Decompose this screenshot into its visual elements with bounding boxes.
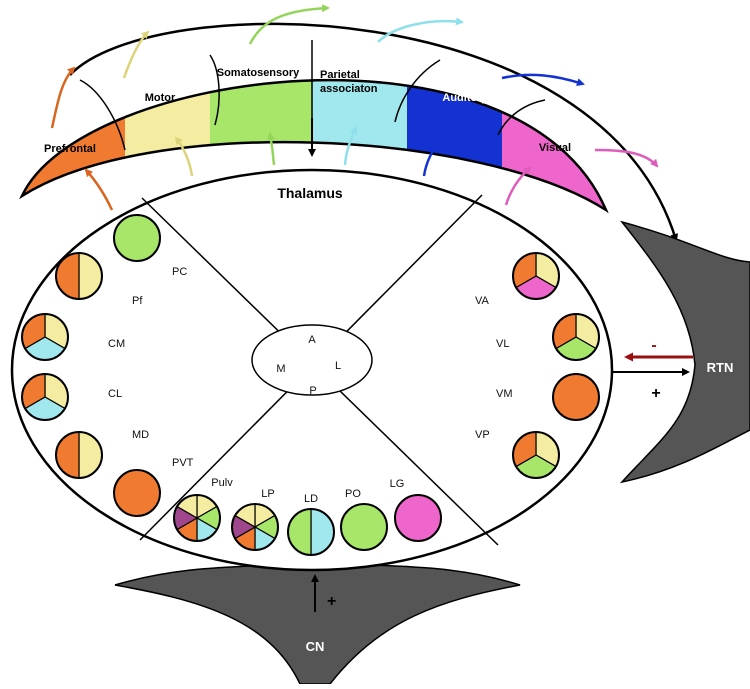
label-cl: CL xyxy=(108,388,122,400)
label-lg: LG xyxy=(390,478,405,490)
center-oval xyxy=(251,324,373,396)
label-auditory: Auditory xyxy=(442,92,488,104)
lp-marker-outline xyxy=(231,503,279,551)
label-parietal-line1: Parietal xyxy=(320,69,360,81)
pf-marker-outline xyxy=(55,252,103,300)
cl-marker-outline xyxy=(21,373,69,421)
label-parietal-line2: associaton xyxy=(320,83,378,95)
vm-marker-fill xyxy=(553,374,599,420)
cn-label: CN xyxy=(306,639,325,654)
pc-marker xyxy=(113,214,161,262)
arrow-auditory-out xyxy=(501,73,585,86)
cn-shape xyxy=(114,559,521,685)
label-ld: LD xyxy=(304,493,318,505)
arrow-parietal-out xyxy=(377,17,464,43)
cm-marker xyxy=(21,313,69,361)
label-vp: VP xyxy=(475,429,490,441)
lp-marker xyxy=(231,503,279,551)
ld-marker xyxy=(287,508,335,556)
region-dividers xyxy=(79,40,546,151)
lg-marker-fill xyxy=(395,495,441,541)
po-marker xyxy=(340,503,388,551)
pulv-marker xyxy=(173,494,221,542)
rtn-label: RTN xyxy=(707,360,734,375)
vp-marker xyxy=(512,431,560,479)
arrow-somato-out xyxy=(248,4,330,45)
va-marker xyxy=(512,252,560,300)
label-po: PO xyxy=(345,488,361,500)
label-pulv: Pulv xyxy=(211,477,233,489)
va-marker-outline xyxy=(512,252,560,300)
label-va: VA xyxy=(475,295,490,307)
md-marker xyxy=(55,431,103,479)
nucleus-p-label: P xyxy=(309,385,316,397)
lg-marker-outline xyxy=(394,494,442,542)
label-pc: PC xyxy=(172,266,187,278)
label-pf: Pf xyxy=(132,295,143,307)
rtn-shape xyxy=(619,220,750,484)
nucleus-m-label: M xyxy=(276,363,285,375)
region-prefrontal xyxy=(22,80,125,210)
region-visual xyxy=(502,80,606,210)
label-vl: VL xyxy=(496,338,509,350)
po-marker-outline xyxy=(340,503,388,551)
label-lp: LP xyxy=(261,488,274,500)
pulv-marker-outline xyxy=(173,494,221,542)
cn-plus-sign: + xyxy=(327,593,336,610)
vp-marker-outline xyxy=(512,431,560,479)
vl-marker-outline xyxy=(552,313,600,361)
nucleus-markers xyxy=(21,214,600,556)
thalamus-title: Thalamus xyxy=(277,185,343,201)
label-vm: VM xyxy=(496,388,513,400)
po-marker-fill xyxy=(341,504,387,550)
rtn-minus-sign: - xyxy=(651,337,656,354)
arrow-to-parietal xyxy=(343,126,358,166)
pvt-marker xyxy=(113,469,161,517)
vm-marker xyxy=(552,373,600,421)
arrow-motor-out xyxy=(122,30,150,79)
arrow-prefrontal-out xyxy=(50,66,76,129)
label-motor: Motor xyxy=(145,92,176,104)
pc-marker-outline xyxy=(113,214,161,262)
rtn-plus-sign: + xyxy=(651,385,660,402)
label-md: MD xyxy=(132,429,149,441)
vm-marker-outline xyxy=(552,373,600,421)
label-somatosensory: Somatosensory xyxy=(217,67,300,79)
pvt-marker-outline xyxy=(113,469,161,517)
nucleus-l-label: L xyxy=(335,360,341,372)
ld-marker-outline xyxy=(287,508,335,556)
nucleus-a-label: A xyxy=(308,334,316,346)
cm-marker-outline xyxy=(21,313,69,361)
label-prefrontal: Prefrontal xyxy=(44,143,96,155)
label-pvt: PVT xyxy=(172,457,194,469)
arrow-to-prefrontal xyxy=(84,168,114,211)
arrow-visual-out xyxy=(594,148,659,168)
pvt-marker-fill xyxy=(114,470,160,516)
lg-marker xyxy=(394,494,442,542)
outer-loop-arc xyxy=(69,22,679,242)
cortex-band-outline xyxy=(19,79,609,214)
vl-marker xyxy=(552,313,600,361)
arrow-to-somato xyxy=(267,132,276,166)
arrow-to-visual xyxy=(504,166,532,206)
arrow-to-motor xyxy=(174,136,194,177)
label-cm: CM xyxy=(108,338,125,350)
md-marker-outline xyxy=(55,431,103,479)
pc-marker-fill xyxy=(114,215,160,261)
cl-marker xyxy=(21,373,69,421)
pf-marker xyxy=(55,252,103,300)
arrow-to-auditory xyxy=(422,136,444,177)
label-visual: Visual xyxy=(539,142,571,154)
